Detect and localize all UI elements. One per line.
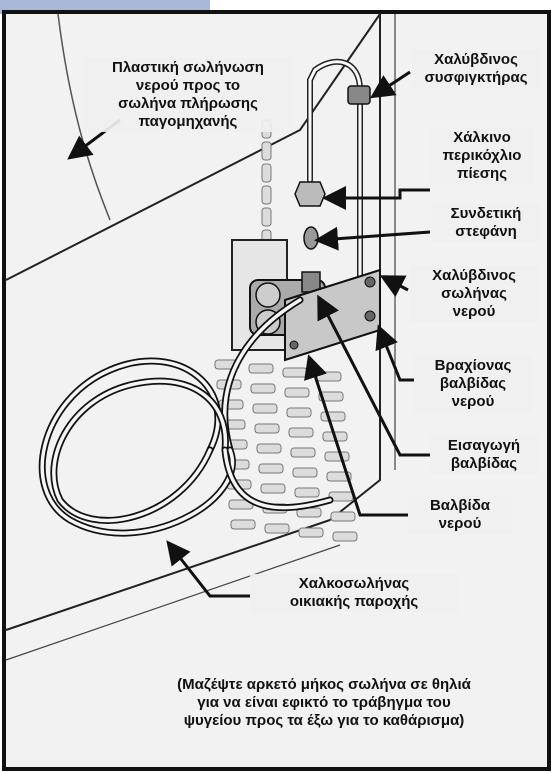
grate-slot [295,488,319,497]
grate-slot [251,384,275,393]
installation-note: (Μαζέψτε αρκετό μήκος σωλήνα σε θηλιά γι… [114,676,534,730]
grate-slot [333,532,357,541]
label-line: νερού [414,303,534,321]
label-line: παγομηχανής [88,113,288,131]
brass-compression-nut [295,182,325,206]
label-steel-clamp: Χαλύβδινος συσφιγκτήρας [412,50,540,88]
grate-slot [262,142,271,160]
label-valve-inlet: Εισαγωγή βαλβίδας [430,436,538,474]
label-line: Χάλκινο [434,129,530,147]
grate-slot [293,468,317,477]
grate-slot [257,444,281,453]
grate-slot [283,368,307,377]
grate-slot [255,424,279,433]
label-steel-tube: Χαλύβδινος σωλήνας νερού [410,266,538,322]
grate-slot [287,408,311,417]
label-line: πίεσης [434,165,530,183]
grate-slot [259,464,283,473]
grate-slot [325,452,349,461]
grate-slot [262,164,271,182]
note-line: (Μαζέψτε αρκετό μήκος σωλήνα σε θηλιά [114,676,534,694]
grate-slot [253,404,277,413]
label-line: Χαλκοσωλήνας [254,575,454,593]
note-line: για να είναι εφικτό το τράβηγμα του [114,694,534,712]
label-line: νερού [412,515,508,533]
label-line: σωλήνα πλήρωσης [88,95,288,113]
label-line: περικόχλιο [434,147,530,165]
label-line: βαλβίδας [434,455,534,473]
label-valve-bracket: Βραχίονας βαλβίδας νερού [414,356,532,412]
grate-slot [331,512,355,521]
label-line: Συνδετική [436,205,536,223]
label-line: βαλβίδας [418,375,528,393]
grate-slot [299,528,323,537]
grate-slot [265,524,289,533]
label-line: Εισαγωγή [434,437,534,455]
grate-slot [289,428,313,437]
label-line: συσφιγκτήρας [416,69,536,87]
label-line: Βαλβίδα [412,497,508,515]
label-line: Χαλύβδινος [416,51,536,69]
grate-slot [291,448,315,457]
label-line: Βραχίονας [418,357,528,375]
note-line: ψυγείου προς τα έξω για το καθάρισμα) [114,712,534,730]
ferrule [304,227,318,249]
label-ferrule: Συνδετική στεφάνη [432,204,540,242]
grate-slot [231,520,255,529]
grate-slot [261,484,285,493]
grate-slot [249,364,273,373]
label-copper-tube: Χαλκοσωλήνας οικιακής παροχής [250,574,458,612]
label-line: νερού [418,393,528,411]
label-brass-nut: Χάλκινο περικόχλιο πίεσης [430,128,534,184]
steel-clamp [348,86,370,104]
label-line: οικιακής παροχής [254,593,454,611]
grate-slot [317,372,341,381]
label-line: Πλαστική σωλήνωση [88,59,288,77]
label-line: Χαλύβδινος [414,267,534,285]
grate-slot [262,186,271,204]
label-plastic-tube: Πλαστική σωλήνωση νερού προς το σωλήνα π… [84,58,292,132]
label-line: στεφάνη [436,223,536,241]
label-line: σωλήνας [414,285,534,303]
grate-slot [285,388,309,397]
label-water-valve: Βαλβίδα νερού [408,496,512,534]
grate-slot [262,208,271,226]
label-line: νερού προς το [88,77,288,95]
grate-slot [321,412,345,421]
